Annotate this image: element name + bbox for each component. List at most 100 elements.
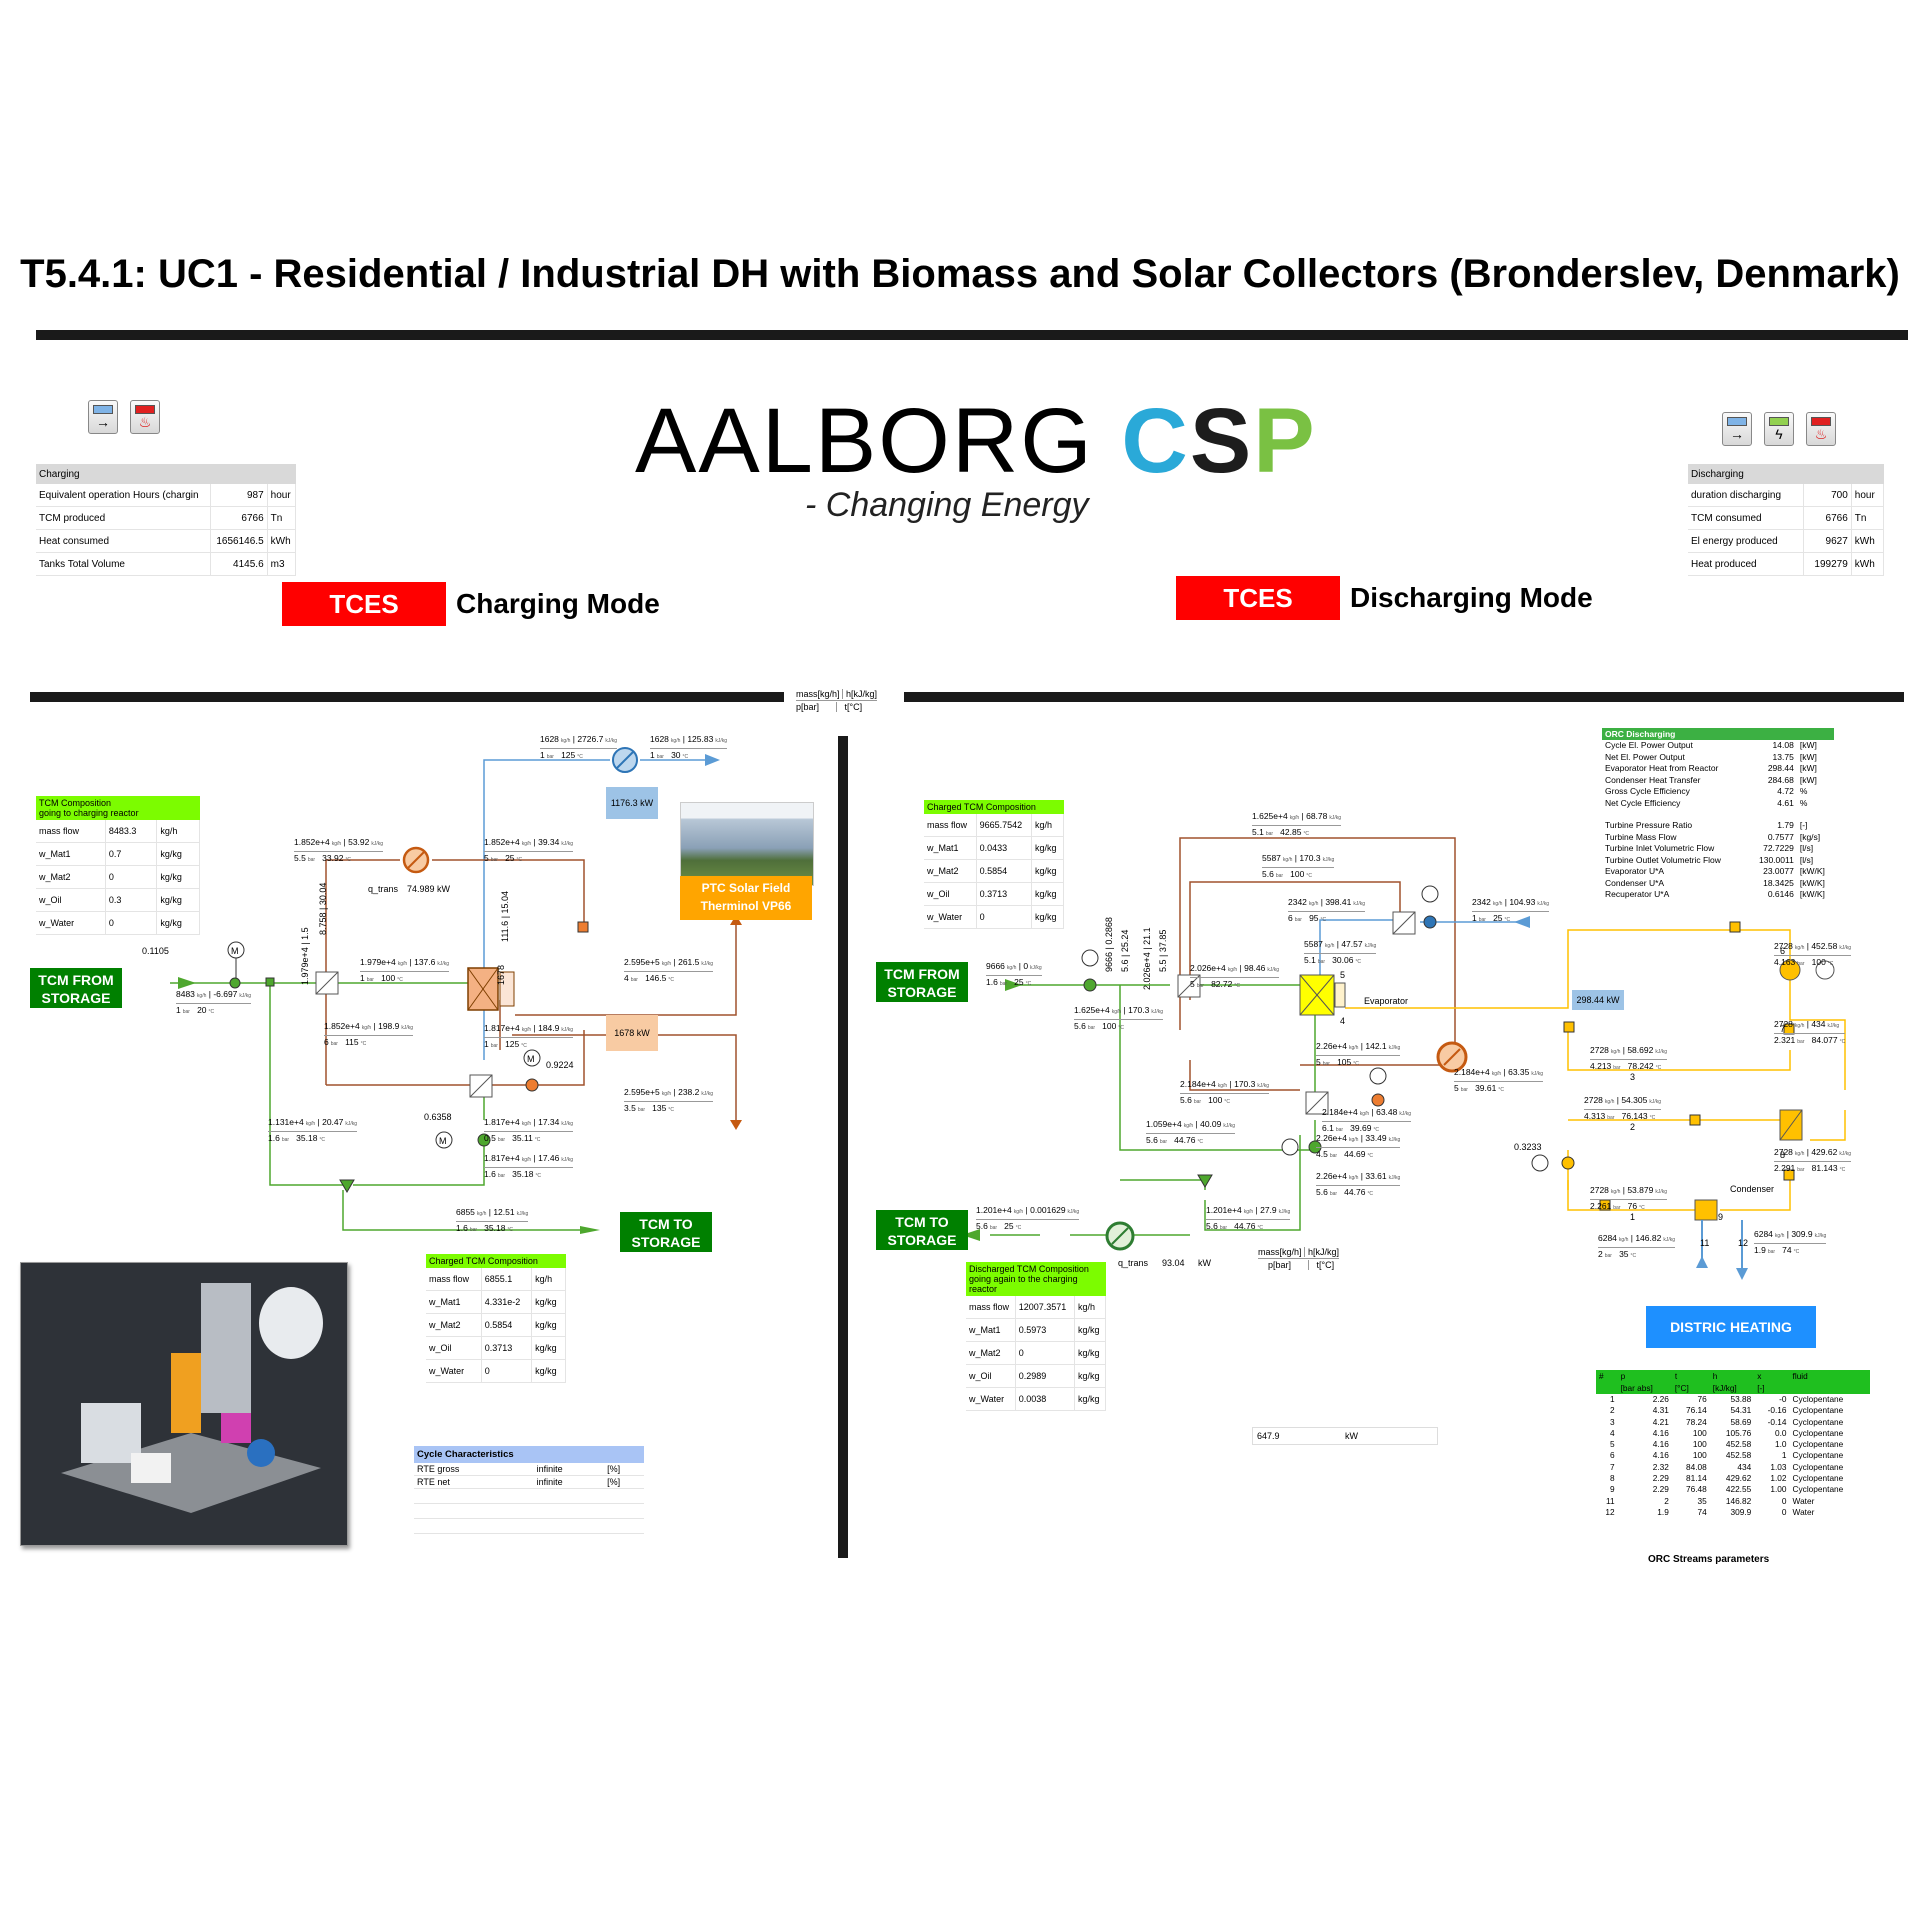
generator-icon (1815, 960, 1835, 980)
flow-label: 0.6358 (424, 1112, 452, 1122)
flow-label: 0.9224 (546, 1060, 574, 1070)
table-cell: 76.14 (1686, 1405, 1707, 1416)
splitter-icon (339, 1179, 355, 1193)
discharging-summary-header: Discharging (1688, 464, 1884, 484)
node-number: 8 (1780, 1150, 1786, 1160)
steam-arrow-button[interactable]: → (88, 400, 118, 434)
lightning-icon: ϟ (1775, 426, 1783, 442)
plant-3d-render (20, 1262, 348, 1546)
table-cell: Cyclopentane (1792, 1405, 1844, 1416)
arrow-icon (580, 1226, 600, 1234)
node-number: 11 (1700, 1238, 1710, 1248)
node-number: 4 (1340, 1016, 1346, 1026)
red-bar-icon (1811, 417, 1831, 426)
table-cell: 4.16 (1652, 1450, 1669, 1461)
discharging-tcm-from-storage-button[interactable]: TCM FROM STORAGE (876, 962, 968, 1002)
steam-arrow-button-right[interactable]: → (1722, 412, 1752, 446)
table-cell: 309.9 (1730, 1506, 1752, 1517)
table-cell: 105.76 (1725, 1427, 1752, 1438)
table-cell: Cyclopentane (1792, 1450, 1844, 1461)
arrow-icon (1736, 1268, 1748, 1280)
q-trans-value: 74.989 kW (407, 884, 451, 894)
table-cell: 1.03 (1770, 1461, 1787, 1472)
arrow-right-icon: → (1730, 426, 1744, 442)
blue-bar-icon (1727, 417, 1747, 426)
heat-total-value: 647.9 (1257, 1431, 1280, 1441)
valve-icon (1563, 1021, 1575, 1033)
heat-output-button[interactable]: ♨ (1806, 412, 1836, 446)
heat-source-button[interactable]: ♨ (130, 400, 160, 434)
discharging-tcm-to-storage-button[interactable]: TCM TO STORAGE (876, 1210, 968, 1250)
electricity-button[interactable]: ϟ (1764, 412, 1794, 446)
table-cell: 7 (1609, 1461, 1615, 1472)
condenser-label: Condenser (1730, 1184, 1775, 1194)
q-trans-label: q_trans (1118, 1258, 1149, 1268)
charging-flow-diagram: M M M (170, 747, 742, 1234)
tces-charging-tag: TCES (282, 582, 446, 626)
charging-tcm-to-storage-button[interactable]: TCM TO STORAGE (620, 1212, 712, 1252)
table-cell: 5 (1609, 1439, 1615, 1450)
vertical-stream-label: 2.026e+4 | 21.1 (1142, 927, 1152, 990)
condenser-icon (1694, 1199, 1718, 1221)
plant-render-graphic (61, 1283, 323, 1513)
table-cell: 3 (1609, 1416, 1615, 1427)
table-cell: 146.82 (1725, 1495, 1752, 1506)
q-trans-value: 93.04 (1162, 1258, 1185, 1268)
table-cell: 53.88 (1730, 1394, 1752, 1404)
solar-field-label: PTC Solar Field Therminol VP66 (680, 876, 812, 920)
district-heating-button[interactable]: DISTRIC HEATING (1646, 1306, 1816, 1348)
arrow-icon (178, 977, 196, 989)
motor-icon (523, 1049, 541, 1067)
vertical-stream-label: 9666 | 0.2868 (1104, 917, 1114, 972)
table-cell: Cyclopentane (1792, 1439, 1844, 1450)
flow-label: 0.1105 (142, 946, 169, 956)
table-row (1602, 809, 1834, 820)
table-cell: 1.9 (1657, 1506, 1669, 1517)
table-cell: 0 (1781, 1506, 1787, 1517)
table-cell: 2.29 (1652, 1484, 1669, 1495)
table-cell: 452.58 (1725, 1450, 1752, 1461)
vertical-stream-label: 5.6 | 25.24 (1120, 929, 1130, 972)
charging-mode-label: Charging Mode (456, 588, 660, 619)
table-cell: 100 (1692, 1439, 1707, 1450)
arrow-icon (705, 754, 720, 766)
charging-tcm-from-storage-button[interactable]: TCM FROM STORAGE (30, 968, 122, 1008)
motor-icon (1081, 949, 1099, 967)
orc-lines (1345, 929, 1846, 1211)
pump-icon (477, 1133, 491, 1147)
